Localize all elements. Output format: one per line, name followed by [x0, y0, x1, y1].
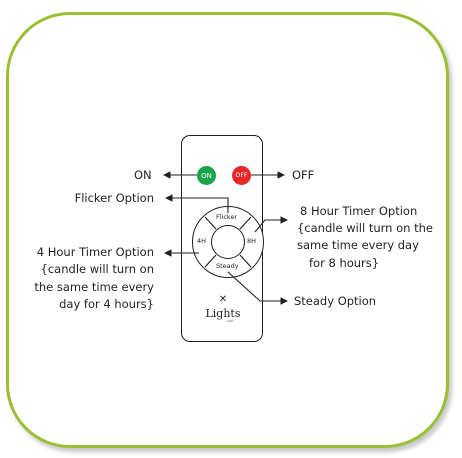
callout-4h-line4: day for 4 hours} — [59, 297, 154, 311]
mode-dial — [192, 206, 264, 278]
off-button[interactable]: OFF — [232, 166, 251, 185]
callout-4h-line2: {candle will turn on — [40, 262, 154, 276]
callout-flicker: Flicker Option — [74, 191, 154, 205]
brand-logo: Lights — [205, 307, 241, 320]
lights-logo-icon: ✕ — [218, 294, 228, 305]
timer-4h-button[interactable]: 4H — [197, 237, 207, 245]
steady-button[interactable]: Steady — [216, 262, 239, 270]
flicker-button[interactable]: Flicker — [216, 213, 238, 221]
callout-8h-line2: {candle will turn on the — [297, 221, 433, 235]
callout-steady: Steady Option — [294, 294, 377, 308]
brand-logo-sub: .com — [226, 319, 234, 323]
timer-8h-button[interactable]: 8H — [247, 237, 257, 245]
callout-8h-line4: for 8 hours} — [309, 256, 380, 270]
callout-8h-line3: same time every day — [297, 238, 419, 252]
dial-center-button[interactable] — [211, 225, 245, 259]
on-button[interactable]: ON — [197, 166, 216, 185]
callout-on: ON — [134, 168, 152, 182]
callout-8h-title: 8 Hour Timer Option — [300, 204, 418, 218]
callout-off: OFF — [292, 168, 315, 182]
callout-4h-title: 4 Hour Timer Option — [36, 245, 154, 259]
callout-4h-line3: the same time every — [34, 280, 154, 294]
